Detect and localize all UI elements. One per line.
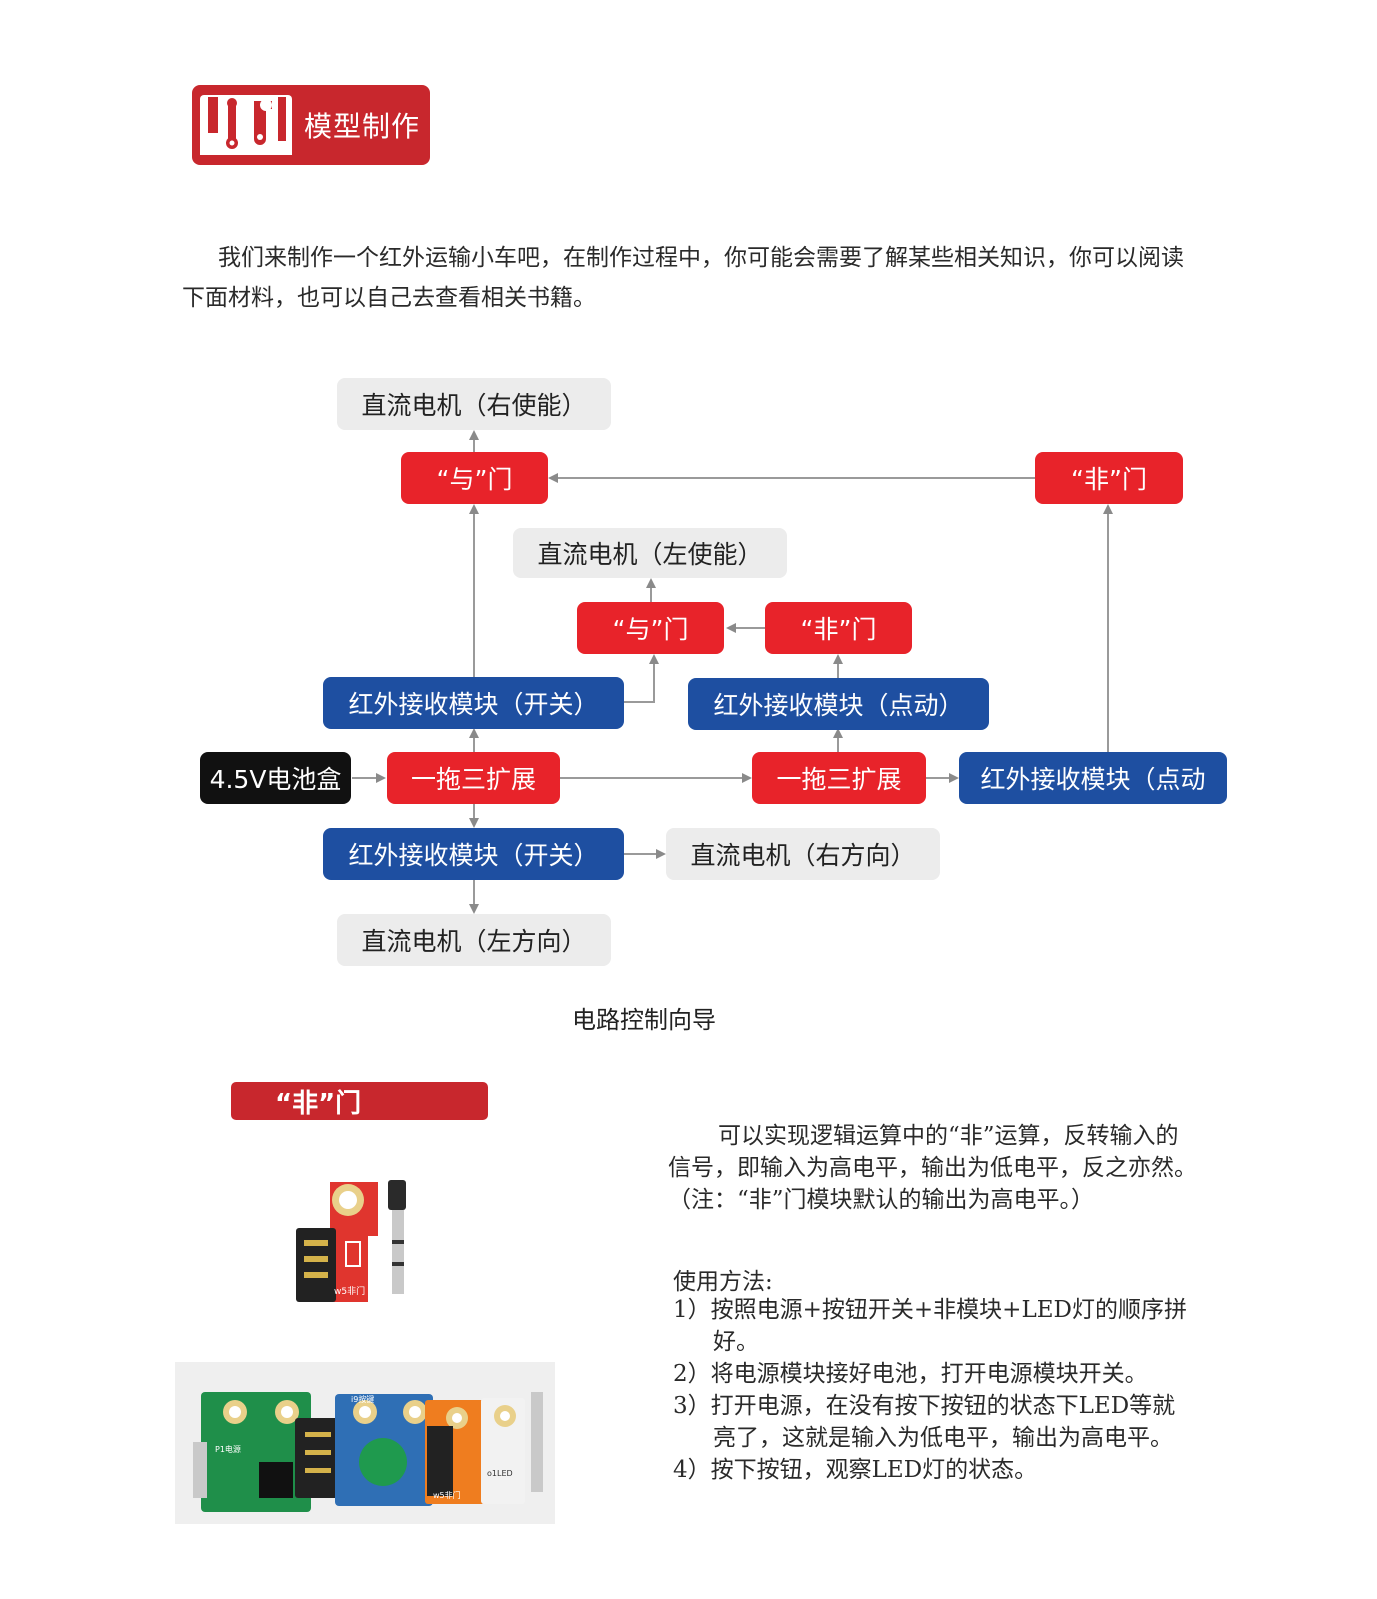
section-header-badge: 模型制作 [192,85,430,165]
not-gate-section-label: “非”门 [231,1082,488,1120]
motor-right-enable-node: 直流电机（右使能） [337,378,611,430]
not-gate-description: 可以实现逻辑运算中的“非”运算，反转输入的信号，即输入为高电平，输出为低电平，反… [668,1123,1197,1213]
tools-icon [200,95,292,155]
connector [624,654,659,703]
ir-receiver-switch-top-node: 红外接收模块（开关） [323,677,624,729]
not-gate-mid-node: “非”门 [765,602,912,654]
pcb-label: w5非门 [433,1490,461,1500]
usage-step: 1）按照电源+按钮开关+非模块+LED灯的顺序拼好。 [673,1297,1187,1355]
usage-title: 使用方法: [673,1269,773,1295]
ir-receiver-pulse-mid-node: 红外接收模块（点动） [688,678,989,730]
assembled-circuit-image: P1电源 i9按键 w5非门 o1LED [175,1362,555,1524]
pcb-label: i9按键 [351,1394,374,1404]
and-gate-mid-node: “与”门 [577,602,724,654]
intro-paragraph: 我们来制作一个红外运输小车吧，在制作过程中，你可能会需要了解某些相关知识，你可以… [182,245,1184,311]
diagram-caption: 电路控制向导 [572,1006,716,1034]
diagram-connectors [352,430,1113,914]
splitter-left-node: 一拖三扩展 [387,752,560,804]
ir-receiver-switch-bottom-node: 红外接收模块（开关） [323,828,624,880]
splitter-right-node: 一拖三扩展 [752,752,926,804]
motor-left-enable-node: 直流电机（左使能） [513,528,787,578]
section-title: 模型制作 [304,110,421,143]
motor-right-direction-node: 直流电机（右方向） [666,828,940,880]
pcb-label: P1电源 [215,1444,241,1454]
not-gate-top-node: “非”门 [1035,452,1183,504]
pcb-label: w5非门 [334,1285,365,1297]
motor-left-direction-node: 直流电机（左方向） [337,914,611,966]
ir-receiver-pulse-right-node: 红外接收模块（点动 [959,752,1227,804]
circuit-control-diagram: 直流电机（右使能） “与”门 “非”门 直流电机（左使能） “与”门 “非”门 … [0,360,1377,980]
pcb-label: o1LED [487,1469,513,1478]
usage-step: 3）打开电源，在没有按下按钮的状态下LED等就亮了，这就是输入为低电平，输出为高… [673,1393,1176,1451]
usage-step: 4）按下按钮，观察LED灯的状态。 [673,1457,1038,1483]
usage-step: 2）将电源模块接好电池，打开电源模块开关。 [673,1361,1148,1387]
not-gate-module-image: w5非门 [296,1180,406,1302]
battery-box-node: 4.5V电池盒 [200,752,351,804]
usage-steps: 1）按照电源+按钮开关+非模块+LED灯的顺序拼好。 2）将电源模块接好电池，打… [673,1294,1198,1486]
and-gate-top-node: “与”门 [401,452,548,504]
